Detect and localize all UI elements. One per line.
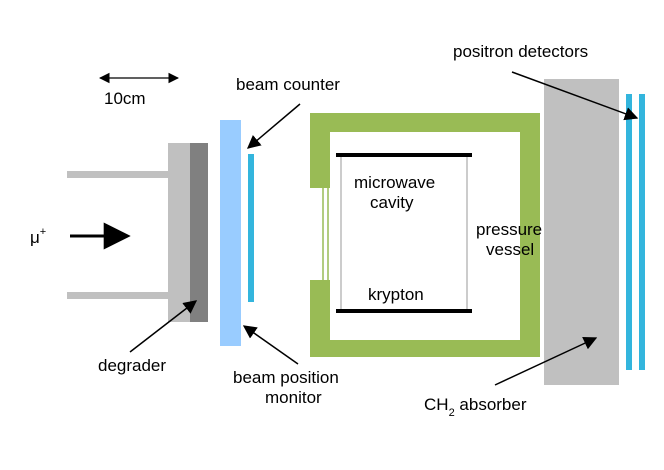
degrader: [190, 143, 208, 322]
muon-label: μ+: [30, 226, 46, 247]
krypton-label: krypton: [368, 285, 424, 304]
beam-position-monitor-label-1: beam position: [233, 368, 339, 387]
pressure-vessel-label-1: pressure: [476, 220, 542, 239]
beam-counter: [248, 154, 254, 302]
degrader-label: degrader: [98, 356, 166, 375]
beam-pipe: [67, 143, 190, 322]
beam-counter-label: beam counter: [236, 75, 340, 94]
beam-position-monitor-pointer: [242, 325, 299, 365]
positron-detector-2: [639, 94, 645, 370]
beam-position-monitor-label-2: monitor: [265, 388, 322, 407]
beam-position-monitor: [220, 120, 241, 346]
positron-detector-1: [626, 94, 632, 370]
beam-counter-pointer: [246, 103, 301, 149]
microwave-cavity-label-1: microwave: [354, 173, 435, 192]
positron-detectors-pointer: [511, 71, 639, 121]
degrader-pointer: [129, 300, 198, 353]
pressure-vessel-label-2: vessel: [486, 240, 534, 259]
positron-detectors-label: positron detectors: [453, 42, 588, 61]
microwave-cavity-label-2: cavity: [370, 193, 414, 212]
ch2-absorber-label: CH2 absorber: [424, 395, 527, 419]
ch2-absorber-pointer: [494, 337, 598, 386]
scale-label: 10cm: [104, 89, 146, 108]
ch2-absorber: [544, 79, 619, 385]
